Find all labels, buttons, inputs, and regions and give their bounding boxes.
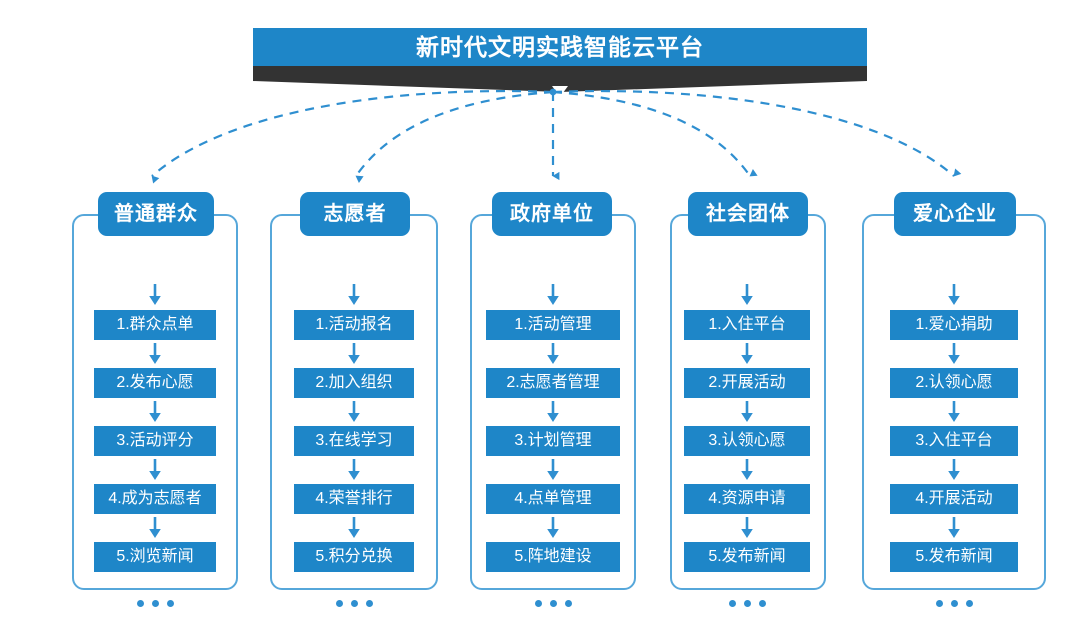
- more-items-ellipsis: [684, 586, 810, 620]
- role-item[interactable]: 2.加入组织: [294, 368, 414, 398]
- down-arrow-icon: [94, 280, 216, 310]
- role-item[interactable]: 2.志愿者管理: [486, 368, 620, 398]
- role-item[interactable]: 5.发布新闻: [890, 542, 1018, 572]
- down-arrow-icon: [890, 280, 1018, 310]
- role-item[interactable]: 4.成为志愿者: [94, 484, 216, 514]
- down-arrow-icon: [684, 398, 810, 426]
- down-arrow-icon: [486, 398, 620, 426]
- down-arrow-icon: [294, 398, 414, 426]
- more-items-ellipsis: [294, 586, 414, 620]
- role-item[interactable]: 5.阵地建设: [486, 542, 620, 572]
- role-item[interactable]: 4.资源申请: [684, 484, 810, 514]
- role-item[interactable]: 1.群众点单: [94, 310, 216, 340]
- down-arrow-icon: [94, 398, 216, 426]
- role-item[interactable]: 4.点单管理: [486, 484, 620, 514]
- platform-title-banner: 新时代文明实践智能云平台: [253, 28, 867, 97]
- role-item-list-public: 1.群众点单 2.发布心愿 3.活动评分 4.成为志愿者 5.浏览新闻: [94, 280, 216, 620]
- role-item-list-social-group: 1.入住平台 2.开展活动 3.认领心愿 4.资源申请 5.发布新闻: [684, 280, 810, 620]
- role-item[interactable]: 3.认领心愿: [684, 426, 810, 456]
- down-arrow-icon: [486, 280, 620, 310]
- role-header-social-group[interactable]: 社会团体: [688, 192, 808, 236]
- role-item[interactable]: 1.活动管理: [486, 310, 620, 340]
- role-item[interactable]: 2.开展活动: [684, 368, 810, 398]
- down-arrow-icon: [684, 280, 810, 310]
- down-arrow-icon: [294, 456, 414, 484]
- down-arrow-icon: [486, 514, 620, 542]
- role-item[interactable]: 1.活动报名: [294, 310, 414, 340]
- down-arrow-icon: [294, 340, 414, 368]
- down-arrow-icon: [890, 456, 1018, 484]
- role-item[interactable]: 3.计划管理: [486, 426, 620, 456]
- role-item[interactable]: 5.积分兑换: [294, 542, 414, 572]
- role-item[interactable]: 3.入住平台: [890, 426, 1018, 456]
- role-header-volunteer[interactable]: 志愿者: [300, 192, 410, 236]
- banner-bar: [253, 28, 867, 66]
- down-arrow-icon: [94, 514, 216, 542]
- down-arrow-icon: [486, 456, 620, 484]
- role-item[interactable]: 1.爱心捐助: [890, 310, 1018, 340]
- more-items-ellipsis: [486, 586, 620, 620]
- role-item[interactable]: 4.开展活动: [890, 484, 1018, 514]
- role-item[interactable]: 5.浏览新闻: [94, 542, 216, 572]
- down-arrow-icon: [890, 398, 1018, 426]
- down-arrow-icon: [94, 340, 216, 368]
- more-items-ellipsis: [94, 586, 216, 620]
- down-arrow-icon: [684, 340, 810, 368]
- down-arrow-icon: [684, 514, 810, 542]
- more-items-ellipsis: [890, 586, 1018, 620]
- down-arrow-icon: [486, 340, 620, 368]
- role-item-list-caring-enterprise: 1.爱心捐助 2.认领心愿 3.入住平台 4.开展活动 5.发布新闻: [890, 280, 1018, 620]
- role-item[interactable]: 5.发布新闻: [684, 542, 810, 572]
- role-item[interactable]: 1.入住平台: [684, 310, 810, 340]
- banner-shadow-ribbon: [253, 66, 867, 92]
- role-item[interactable]: 3.活动评分: [94, 426, 216, 456]
- role-item[interactable]: 2.认领心愿: [890, 368, 1018, 398]
- down-arrow-icon: [94, 456, 216, 484]
- role-header-public[interactable]: 普通群众: [98, 192, 214, 236]
- role-header-government[interactable]: 政府单位: [492, 192, 612, 236]
- role-item-list-volunteer: 1.活动报名 2.加入组织 3.在线学习 4.荣誉排行 5.积分兑换: [294, 280, 414, 620]
- role-item-list-government: 1.活动管理 2.志愿者管理 3.计划管理 4.点单管理 5.阵地建设: [486, 280, 620, 620]
- down-arrow-icon: [294, 280, 414, 310]
- down-arrow-icon: [684, 456, 810, 484]
- down-arrow-icon: [294, 514, 414, 542]
- role-header-caring-enterprise[interactable]: 爱心企业: [894, 192, 1016, 236]
- page-title: 新时代文明实践智能云平台: [416, 34, 704, 60]
- role-item[interactable]: 2.发布心愿: [94, 368, 216, 398]
- role-item[interactable]: 3.在线学习: [294, 426, 414, 456]
- down-arrow-icon: [890, 340, 1018, 368]
- down-arrow-icon: [890, 514, 1018, 542]
- role-item[interactable]: 4.荣誉排行: [294, 484, 414, 514]
